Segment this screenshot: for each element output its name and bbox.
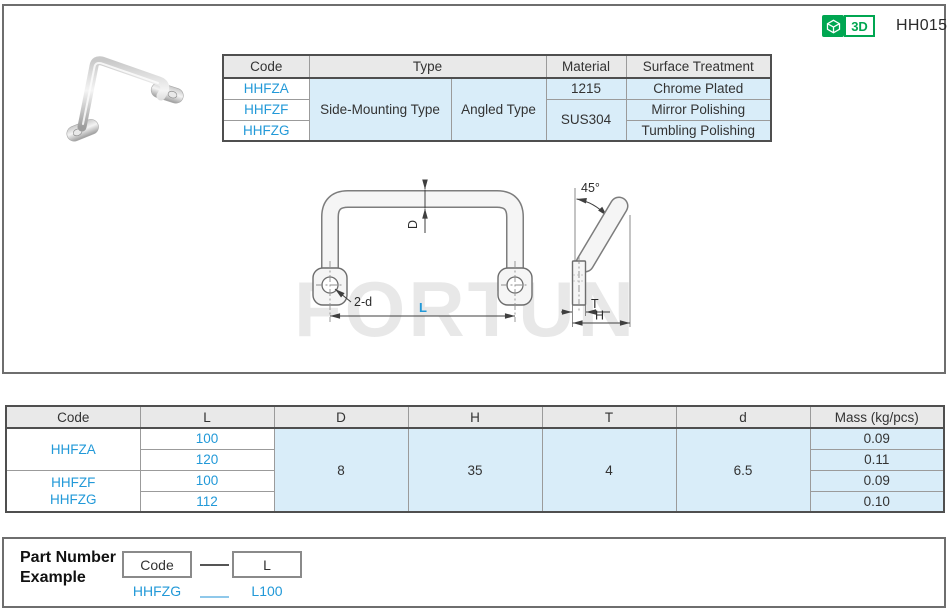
dash-separator-blue — [200, 596, 229, 598]
t-value: 4 — [541, 427, 677, 513]
d-value: 8 — [273, 427, 409, 513]
treatment-mirror: Mirror Polishing — [625, 98, 772, 121]
dim-code-hhfzf-hhfzg: HHFZF HHFZG — [5, 469, 141, 513]
dim-header-l: L — [139, 405, 275, 429]
dim-label-45deg: 45° — [581, 181, 600, 195]
dim-table-row: HHFZA 100 8 35 4 6.5 0.09 — [5, 427, 945, 513]
part-number-example-label: Part Number Example — [20, 548, 116, 588]
type-table-row: HHFZA Side-Mounting Type Angled Type 121… — [222, 77, 772, 142]
material-sus304: SUS304 — [545, 98, 627, 142]
dim-header-d: D — [273, 405, 409, 429]
l-box: L — [232, 551, 302, 578]
part-number-example-label-line1: Part Number — [20, 549, 117, 566]
part-number-example-section: Part Number Example Code L HHFZG L100 — [2, 537, 946, 608]
code-hhfza: HHFZA — [222, 77, 310, 100]
l-value: 120 — [139, 448, 275, 471]
treatment-chrome: Chrome Plated — [625, 77, 772, 100]
dim-label-2d: 2-d — [354, 295, 372, 309]
type-table-row: HHFZF SUS304 Mirror Polishing — [222, 98, 772, 142]
type-table: Code Type Material Surface Treatment HHF… — [222, 54, 772, 142]
l-value: 100 — [139, 427, 275, 450]
dim-code-hhfza: HHFZA — [5, 427, 141, 471]
part-number-example-label-line2: Example — [20, 569, 86, 586]
type-table-row: HHFZG Tumbling Polishing — [222, 119, 772, 142]
dim-label-H: H — [595, 309, 604, 323]
dim-header-h: H — [407, 405, 543, 429]
dim-table-row: HHFZF HHFZG 100 0.09 — [5, 469, 945, 513]
dim-code-hhfzg: HHFZG — [50, 491, 97, 507]
mounting-type-cell: Side-Mounting Type — [308, 77, 452, 142]
example-code-value: HHFZG — [132, 583, 182, 599]
mass-value: 0.09 — [809, 469, 945, 492]
dia-value: 6.5 — [675, 427, 811, 513]
dim-header-t: T — [541, 405, 677, 429]
3d-cube-icon[interactable] — [822, 15, 844, 37]
col-header-code: Code — [222, 54, 310, 79]
mass-value: 0.11 — [809, 448, 945, 471]
mass-value: 0.10 — [809, 490, 945, 513]
dim-header-code: Code — [5, 405, 141, 429]
code-hhfzf: HHFZF — [222, 98, 310, 121]
l-value: 112 — [139, 490, 275, 513]
handle-photo-shape — [66, 56, 184, 142]
code-hhfzg: HHFZG — [222, 119, 310, 142]
product-photo — [66, 56, 184, 142]
part-series-code: HH015 — [896, 17, 948, 34]
dim-label-L: L — [419, 300, 427, 315]
l-value: 100 — [139, 469, 275, 492]
badge-row: 3D HH015 — [822, 15, 947, 37]
code-box: Code — [122, 551, 192, 578]
dim-table-header-row: Code L D H T d Mass (kg/pcs) — [5, 405, 945, 429]
dim-label-D: D — [406, 220, 420, 229]
technical-drawing: D 2-d L 45° T — [312, 179, 631, 327]
dim-table-row: 112 0.10 — [6, 490, 945, 513]
3d-badge-label[interactable]: 3D — [844, 15, 875, 37]
treatment-tumbling: Tumbling Polishing — [625, 119, 772, 142]
dim-code-hhfzf: HHFZF — [51, 474, 96, 490]
side-view-drawing: 45° T H — [561, 181, 631, 327]
col-header-surface: Surface Treatment — [625, 54, 772, 79]
type-table-header-row: Code Type Material Surface Treatment — [222, 54, 772, 79]
example-l-value: L100 — [251, 583, 283, 599]
dim-header-dia: d — [675, 405, 811, 429]
mass-value: 0.09 — [809, 427, 945, 450]
dim-label-T: T — [591, 297, 599, 311]
dim-header-mass: Mass (kg/pcs) — [809, 405, 945, 429]
h-value: 35 — [407, 427, 543, 513]
dim-table-row: 120 0.11 — [6, 448, 945, 471]
dash-separator — [200, 564, 229, 566]
col-header-material: Material — [545, 54, 627, 79]
dimensions-table: Code L D H T d Mass (kg/pcs) HHFZA 100 8… — [5, 405, 945, 513]
angle-type-cell: Angled Type — [450, 77, 547, 142]
material-1215: 1215 — [545, 77, 627, 100]
front-view-drawing: D 2-d L — [312, 179, 533, 322]
col-header-type: Type — [308, 54, 547, 79]
